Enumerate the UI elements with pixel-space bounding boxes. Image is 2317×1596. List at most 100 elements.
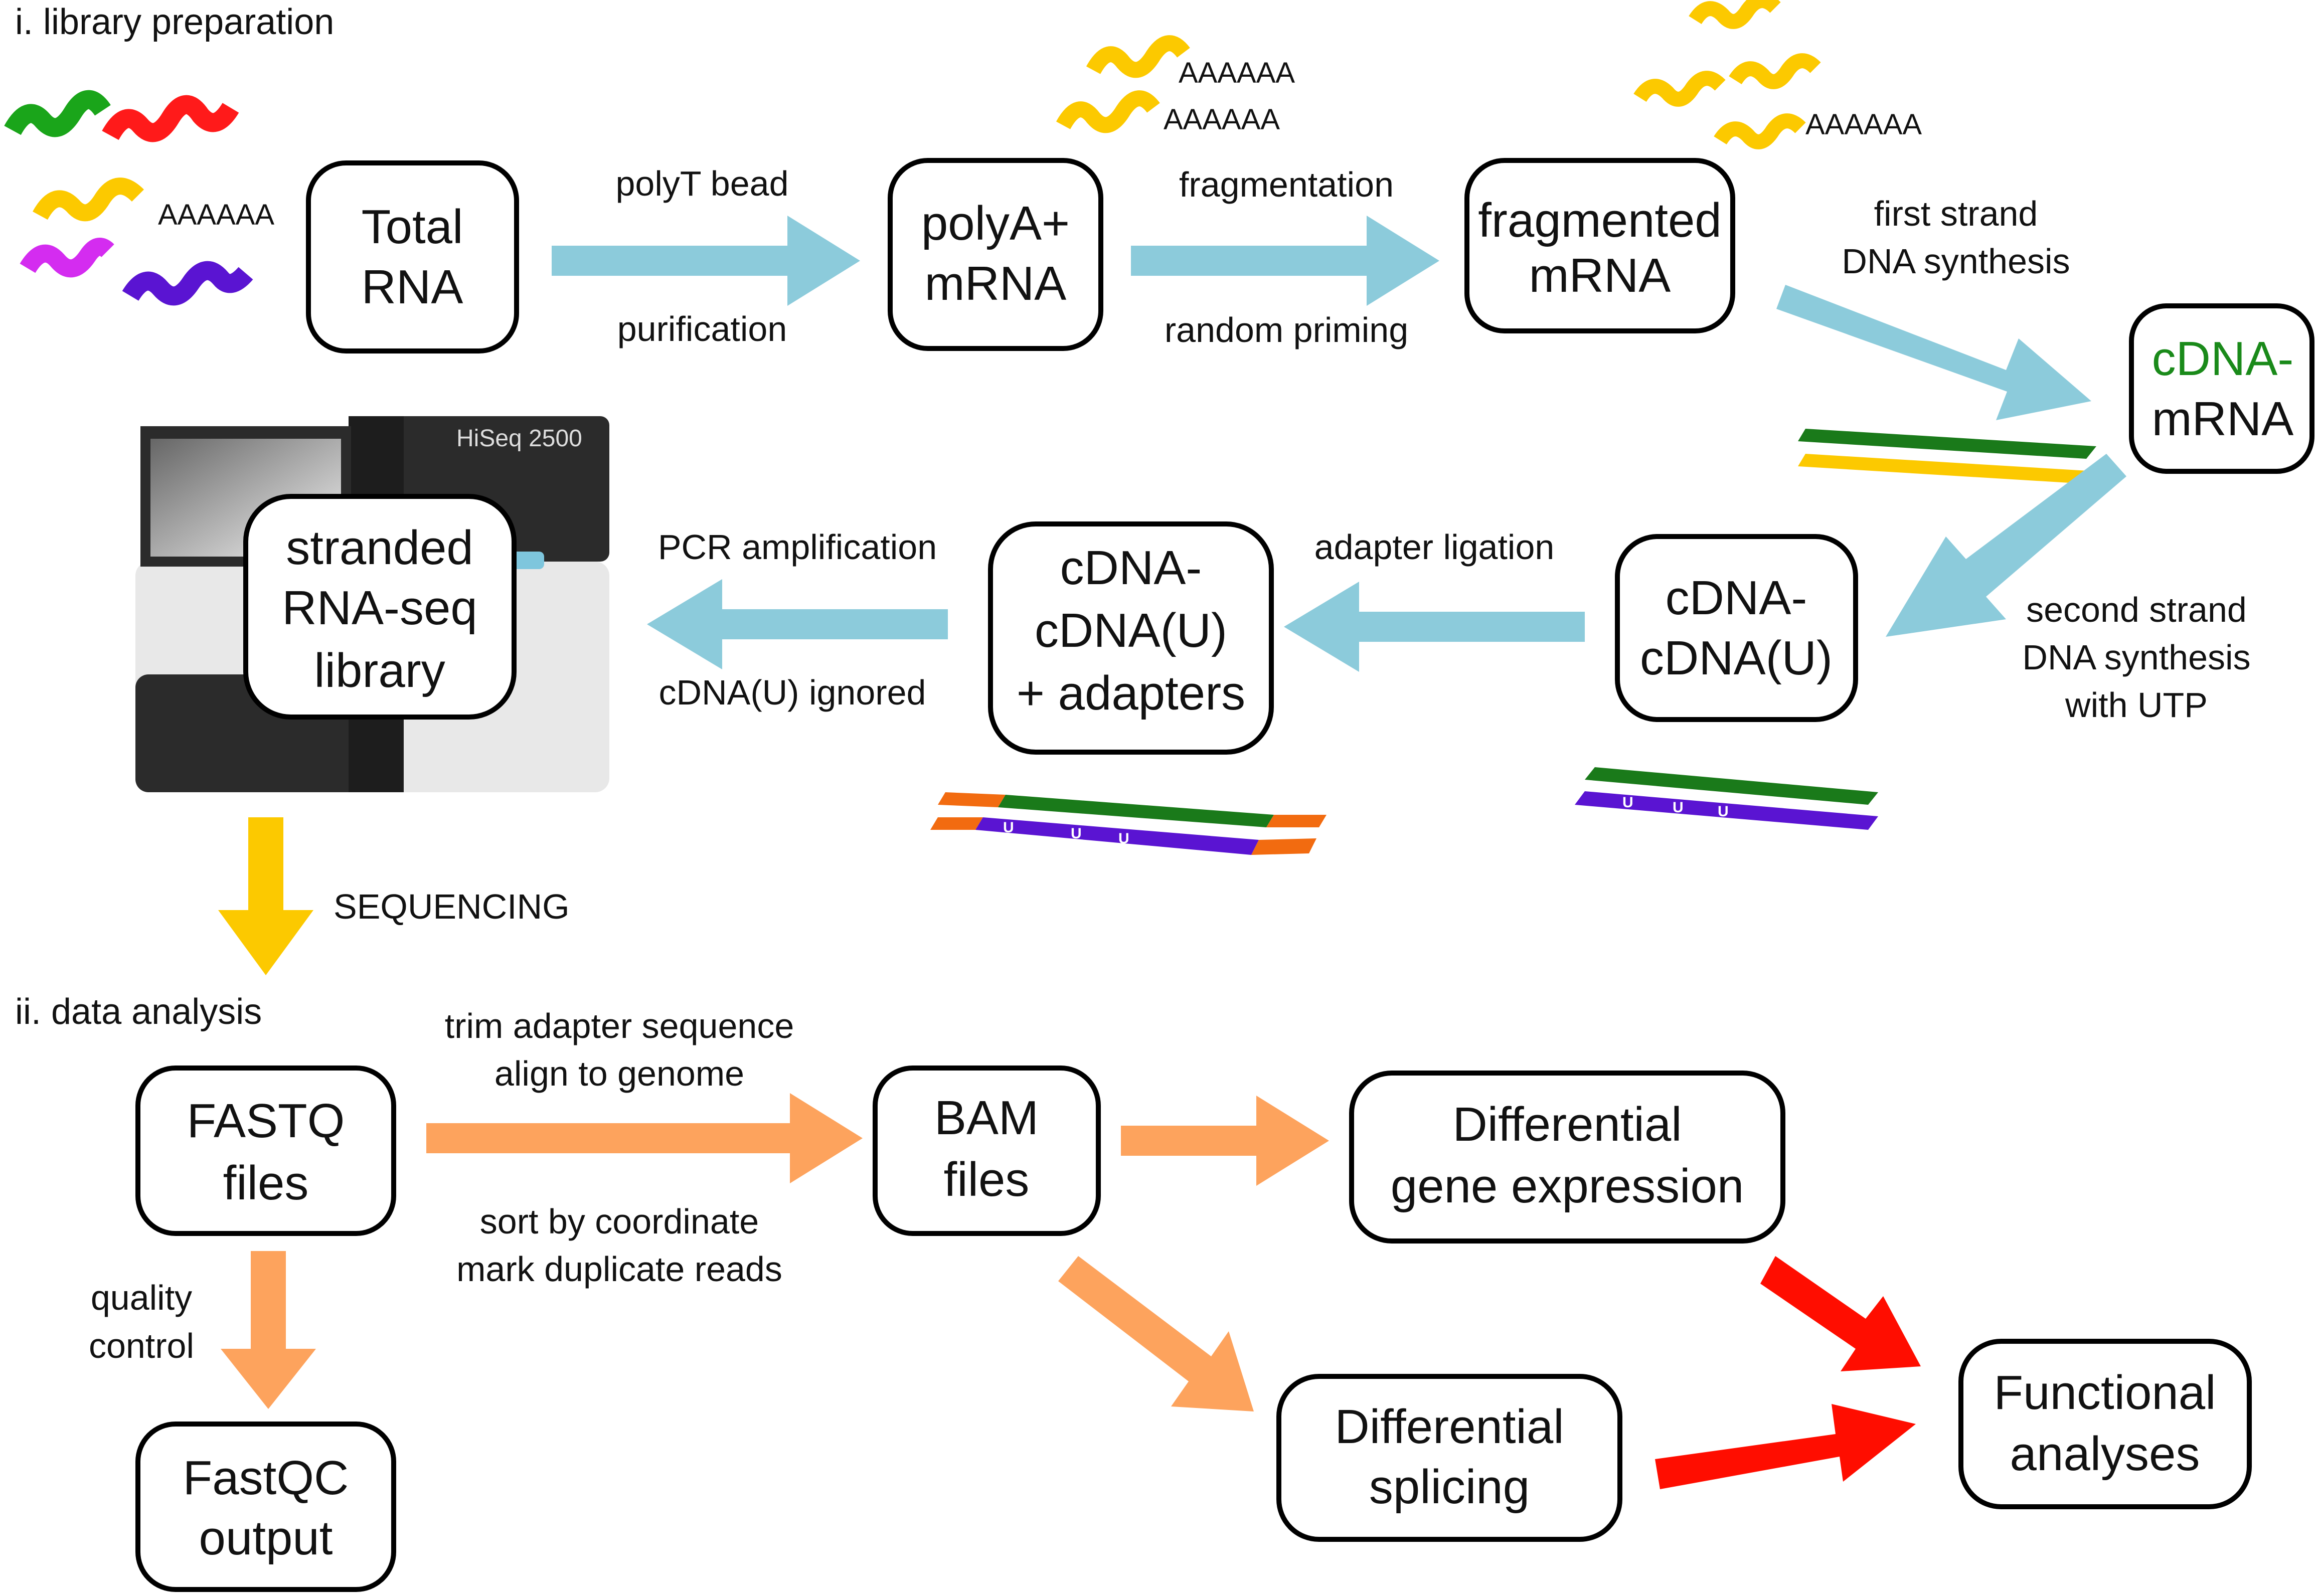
label-first-strand: DNA synthesis xyxy=(1842,242,2070,281)
rna-red-strand xyxy=(102,95,239,142)
label-align-genome: align to genome xyxy=(494,1054,744,1093)
node-label: FASTQ xyxy=(187,1094,345,1148)
rna-molecules-illustration: AAAAAA xyxy=(4,90,274,306)
uracil-mark: U xyxy=(1673,799,1684,816)
node-label: BAM xyxy=(934,1091,1039,1145)
node-label: gene expression xyxy=(1391,1159,1744,1213)
polya-tail-label: AAAAAA xyxy=(158,199,274,231)
node-label: fragmented xyxy=(1478,194,1722,247)
fragment-1 xyxy=(1689,0,1781,29)
section-title-library-preparation: i. library preparation xyxy=(15,2,334,42)
node-label: RNA-seq xyxy=(282,581,477,635)
label-first-strand: first strand xyxy=(1874,194,2038,233)
uracil-mark: U xyxy=(1071,825,1082,842)
cdnau-strand xyxy=(1575,791,1878,830)
section-title-data-analysis: ii. data analysis xyxy=(15,992,262,1032)
label-quality: quality xyxy=(91,1278,192,1317)
node-label: mRNA xyxy=(925,257,1067,310)
node-label: analyses xyxy=(2010,1427,2200,1481)
node-label: files xyxy=(223,1156,309,1210)
arrow-fastq-to-bam xyxy=(426,1093,863,1183)
adapter-left-top xyxy=(938,792,1006,807)
rna-yellow-strand xyxy=(33,178,144,222)
node-label: Differential xyxy=(1335,1400,1564,1454)
cdnau-strand xyxy=(975,817,1259,855)
node-differential-gene-expression: Differential gene expression xyxy=(1349,1071,1785,1244)
polya-mrna-illustration: AAAAAA AAAAAA xyxy=(1056,35,1295,136)
label-pcr-amplification: PCR amplification xyxy=(658,527,937,567)
node-label: RNA xyxy=(362,260,463,314)
node-label: stranded xyxy=(286,521,473,575)
uracil-mark: U xyxy=(1003,819,1014,836)
polya-tail-label: AAAAAA xyxy=(1164,103,1280,136)
label-trim-adapter: trim adapter sequence xyxy=(445,1006,794,1045)
arrow-bam-to-splicing xyxy=(1058,1256,1254,1411)
node-label: cDNA- xyxy=(1666,571,1807,625)
node-label: library xyxy=(314,644,445,697)
label-purification: purification xyxy=(617,309,787,348)
node-label: files xyxy=(944,1153,1030,1206)
polya-mrna-strand-1 xyxy=(1086,35,1190,78)
cdna-strand xyxy=(998,795,1274,827)
node-label: cDNA(U) xyxy=(1640,631,1833,685)
node-label: splicing xyxy=(1369,1460,1530,1514)
uracil-mark: U xyxy=(1622,794,1633,811)
hiseq-label: HiSeq 2500 xyxy=(456,425,582,452)
arrow-to-adapters xyxy=(1284,582,1585,672)
fragment-2 xyxy=(1633,71,1726,107)
label-second-strand: DNA synthesis xyxy=(2022,638,2250,677)
node-label: mRNA xyxy=(2152,392,2294,446)
node-label: Total xyxy=(362,200,463,254)
label-control: control xyxy=(89,1326,194,1365)
node-label: Differential xyxy=(1452,1098,1682,1151)
node-label: mRNA xyxy=(1529,249,1671,302)
arrow-to-stranded-library xyxy=(647,579,948,669)
label-second-strand: with UTP xyxy=(2065,685,2208,725)
rna-magenta-strand xyxy=(20,238,114,278)
label-polyt-bead: polyT bead xyxy=(615,164,788,203)
node-bam-files: BAM files xyxy=(873,1066,1101,1236)
label-sequencing: SEQUENCING xyxy=(334,887,570,926)
node-label: cDNA- xyxy=(1060,541,1202,595)
arrow-splicing-to-functional xyxy=(1655,1404,1916,1489)
polya-tail-label: AAAAAA xyxy=(1179,57,1295,89)
mrna-strand xyxy=(1798,454,2096,484)
node-fastqc-output: FastQC output xyxy=(135,1422,396,1592)
label-random-priming: random priming xyxy=(1165,310,1408,349)
arrow-fastq-to-fastqc xyxy=(221,1251,316,1409)
node-cdna-adapters: cDNA- cDNA(U) + adapters xyxy=(988,521,1274,755)
label-fragmentation: fragmentation xyxy=(1179,165,1394,204)
label-sort-coordinate: sort by coordinate xyxy=(480,1202,759,1241)
node-label: output xyxy=(199,1511,333,1565)
rna-purple-strand xyxy=(122,261,253,306)
node-polya-mrna: polyA+ mRNA xyxy=(888,158,1103,351)
cdna-strand xyxy=(1585,767,1878,805)
arrow-total-to-polya xyxy=(552,216,860,306)
node-cdna-mrna: cDNA- mRNA xyxy=(2129,303,2314,474)
arrow-polya-to-fragmented xyxy=(1131,216,1439,306)
adapter-left-bottom xyxy=(930,817,983,830)
node-stranded-library: stranded RNA-seq library xyxy=(243,494,517,720)
polya-mrna-strand-2 xyxy=(1056,90,1160,133)
node-label: FastQC xyxy=(183,1451,349,1505)
uracil-mark: U xyxy=(1718,803,1729,820)
node-total-rna: Total RNA xyxy=(306,160,519,353)
node-fragmented-mrna: fragmented mRNA xyxy=(1464,158,1735,333)
node-label: polyA+ xyxy=(921,197,1070,250)
label-second-strand: second strand xyxy=(2026,590,2247,629)
arrow-cdna-mrna-to-cdna-cdnau xyxy=(1886,454,2126,637)
fragment-4 xyxy=(1714,113,1806,149)
arrows xyxy=(218,216,2126,1489)
cdna-cdnau-duplex-illustration: U U U xyxy=(1575,767,1878,830)
fragment-3 xyxy=(1729,53,1821,89)
label-adapter-ligation: adapter ligation xyxy=(1314,527,1555,567)
cdna-adapter-duplex-illustration: U U U xyxy=(930,792,1327,855)
arrow-bam-to-dge xyxy=(1121,1096,1329,1186)
label-mark-duplicates: mark duplicate reads xyxy=(456,1250,782,1289)
label-cdnau-ignored: cDNA(U) ignored xyxy=(659,673,926,712)
arrow-sequencing xyxy=(218,817,313,975)
arrow-fragmented-to-cdna-mrna xyxy=(1776,285,2091,420)
uracil-mark: U xyxy=(1118,830,1129,847)
